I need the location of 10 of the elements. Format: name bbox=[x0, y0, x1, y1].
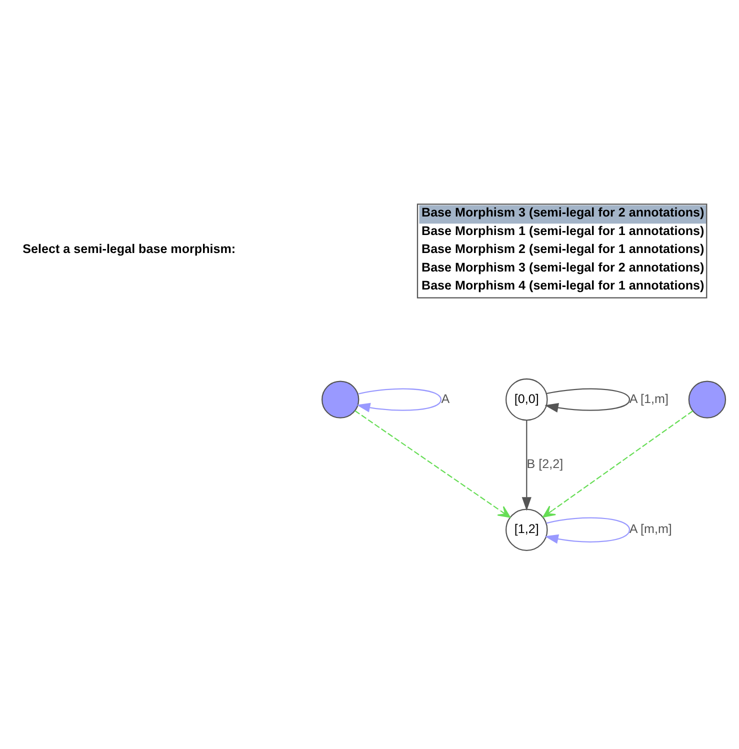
edge-label: A [m,m] bbox=[629, 522, 672, 536]
label: Base Morphism 3 (semi-legal for 2 annotations) bbox=[422, 204, 704, 219]
edge-label: B [2,2] bbox=[526, 456, 564, 470]
label: Base Morphism 1 (semi-legal for 1 annotations) bbox=[422, 223, 704, 238]
label: Base Morphism 4 (semi-legal for 1 annotations) bbox=[422, 278, 704, 292]
edge-label: A bbox=[441, 391, 450, 406]
label: Base Morphism 3 (semi-legal for 2 annotations) bbox=[422, 260, 704, 274]
edge-label: A [1,m] bbox=[629, 391, 668, 406]
label: Select a semi-legal base morphism: bbox=[22, 242, 236, 256]
label: Base Morphism 2 (semi-legal for 1 annotations) bbox=[422, 242, 704, 256]
